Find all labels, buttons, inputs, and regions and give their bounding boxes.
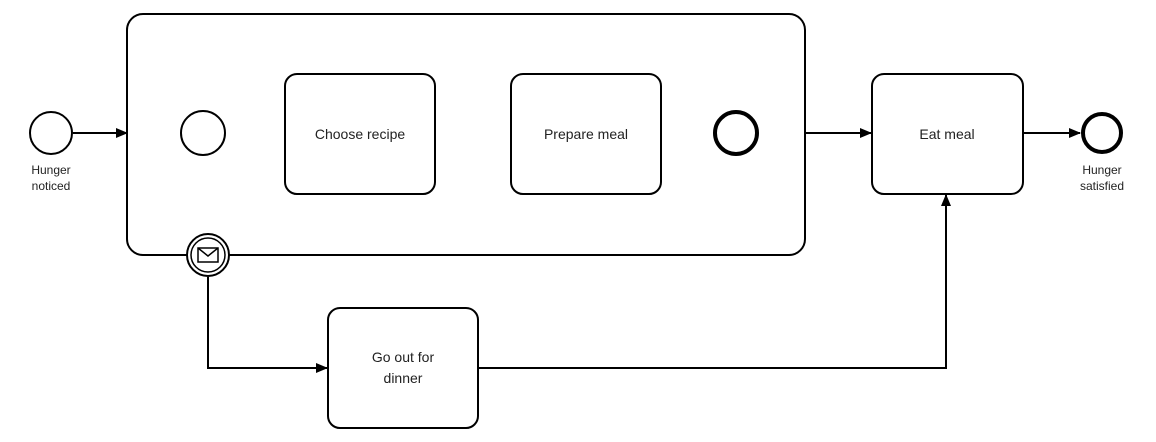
flow-boundary-to-go-out[interactable] [207,277,328,373]
task-eat-meal[interactable]: Eat meal [871,73,1024,195]
subprocess-container[interactable] [126,13,806,256]
task-prepare-meal-label: Prepare meal [544,126,628,142]
boundary-message-event[interactable] [186,233,230,277]
end-event-label-line2: satisfied [1080,179,1124,193]
task-choose-recipe-label: Choose recipe [315,126,405,142]
task-eat-meal-box[interactable] [871,73,1024,195]
task-prepare-meal-box[interactable] [510,73,662,195]
task-go-out-label-line2: dinner [384,370,423,386]
task-go-out-label-line1: Go out for [372,349,435,365]
task-choose-recipe-box[interactable] [284,73,436,195]
inner-start-event[interactable] [180,110,226,156]
task-go-out-box[interactable] [327,307,479,429]
start-event-label-line1: Hunger [31,163,70,177]
start-event-hunger-noticed[interactable]: Hunger noticed [29,111,73,193]
start-event-circle[interactable] [29,111,73,155]
start-event-label-line2: noticed [32,179,71,193]
task-eat-meal-label: Eat meal [919,126,974,142]
end-event-label-line1: Hunger [1082,163,1121,177]
task-go-out-for-dinner[interactable]: Go out for dinner [327,307,479,429]
task-prepare-meal[interactable]: Prepare meal [510,73,662,195]
task-choose-recipe[interactable]: Choose recipe [284,73,436,195]
end-event-circle[interactable] [1081,112,1123,154]
flow-go-out-to-eat-meal[interactable] [478,194,951,369]
end-event-hunger-satisfied[interactable]: Hunger satisfied [1080,112,1124,193]
envelope-icon [197,247,219,263]
inner-end-event[interactable] [713,110,759,156]
